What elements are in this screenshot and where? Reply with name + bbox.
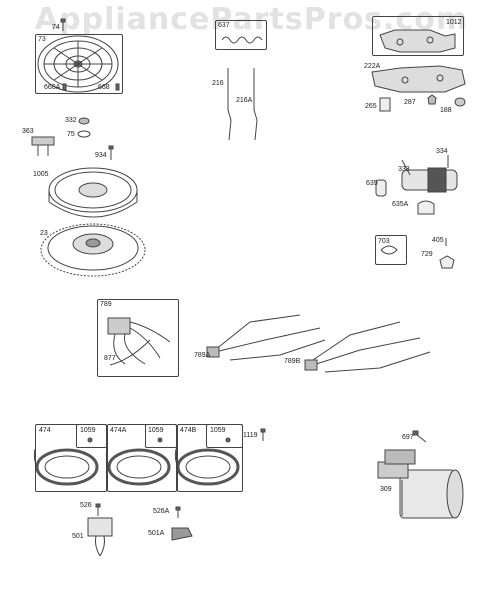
part-label-73: 73 — [38, 36, 46, 43]
part-box-1012 — [372, 16, 464, 56]
harness-789a-drawing — [206, 314, 326, 361]
part-label-333: 333 — [398, 166, 410, 173]
part-label-75: 75 — [67, 131, 75, 138]
part-label-729: 729 — [421, 251, 433, 258]
part-label-635a: 635A — [392, 201, 409, 208]
flywheel-drawing — [48, 167, 138, 218]
harness-789-drawing — [107, 317, 171, 366]
part-label-1012: 1012 — [446, 19, 462, 26]
part-box-1059c — [206, 424, 243, 448]
part-label-1059b: 1059 — [148, 427, 164, 434]
part-label-501a: 501A — [148, 530, 165, 537]
part-box-637 — [215, 20, 267, 50]
part-label-334: 334 — [436, 148, 448, 155]
part-label-222a: 222A — [364, 63, 381, 70]
part-box-73 — [35, 34, 123, 94]
part-label-309: 309 — [380, 486, 392, 493]
regulator-501-drawing — [87, 517, 113, 557]
part-label-74: 74 — [52, 24, 60, 31]
coil-drawing — [401, 155, 458, 193]
part-box-1059b — [145, 424, 177, 448]
part-label-216a: 216A — [236, 97, 253, 104]
fan-screen-drawing — [37, 35, 119, 93]
part-label-332: 332 — [65, 117, 77, 124]
part-label-1059c: 1059 — [210, 427, 226, 434]
part-label-668a: 668A — [44, 84, 61, 91]
part-label-474a: 474A — [110, 427, 127, 434]
part-label-789: 789 — [100, 301, 112, 308]
part-label-526a: 526A — [153, 508, 170, 515]
part-label-23: 23 — [40, 230, 48, 237]
part-label-635: 635 — [366, 180, 378, 187]
part-box-789 — [97, 299, 179, 377]
part-label-287: 287 — [404, 99, 416, 106]
screw-74-drawing — [60, 18, 66, 31]
part-label-1119: 1119 — [243, 432, 258, 439]
part-label-501: 501 — [72, 533, 84, 540]
part-label-789a: 789A — [194, 352, 211, 359]
part-label-474: 474 — [39, 427, 51, 434]
part-label-216: 216 — [212, 80, 224, 87]
parts-363-drawing — [31, 136, 55, 156]
part-label-637: 637 — [218, 22, 230, 29]
part-box-1059a — [76, 424, 107, 448]
part-label-265: 265 — [365, 103, 377, 110]
part-label-526: 526 — [80, 502, 92, 509]
part-label-877: 877 — [104, 355, 116, 362]
part-label-668: 668 — [98, 84, 110, 91]
part-label-703: 703 — [378, 238, 390, 245]
ring-gear-drawing — [40, 223, 146, 277]
starter-motor-drawing — [377, 449, 464, 519]
part-label-363: 363 — [22, 128, 34, 135]
alternator-474-drawing — [33, 448, 99, 486]
part-box-474a — [107, 424, 177, 492]
bracket-1012-drawing — [379, 29, 456, 53]
part-label-1059a: 1059 — [80, 427, 96, 434]
part-label-697: 697 — [402, 434, 414, 441]
bracket-222a-drawing — [371, 65, 466, 93]
harness-789b-drawing — [304, 321, 431, 373]
part-label-405: 405 — [432, 237, 444, 244]
spring-637-drawing — [221, 36, 263, 44]
part-box-474 — [35, 424, 107, 492]
part-label-789b: 789B — [284, 358, 301, 365]
part-label-474b: 474B — [180, 427, 197, 434]
part-box-703 — [375, 235, 407, 265]
part-label-934: 934 — [95, 152, 107, 159]
part-label-188: 188 — [440, 107, 452, 114]
part-label-1005: 1005 — [33, 171, 49, 178]
